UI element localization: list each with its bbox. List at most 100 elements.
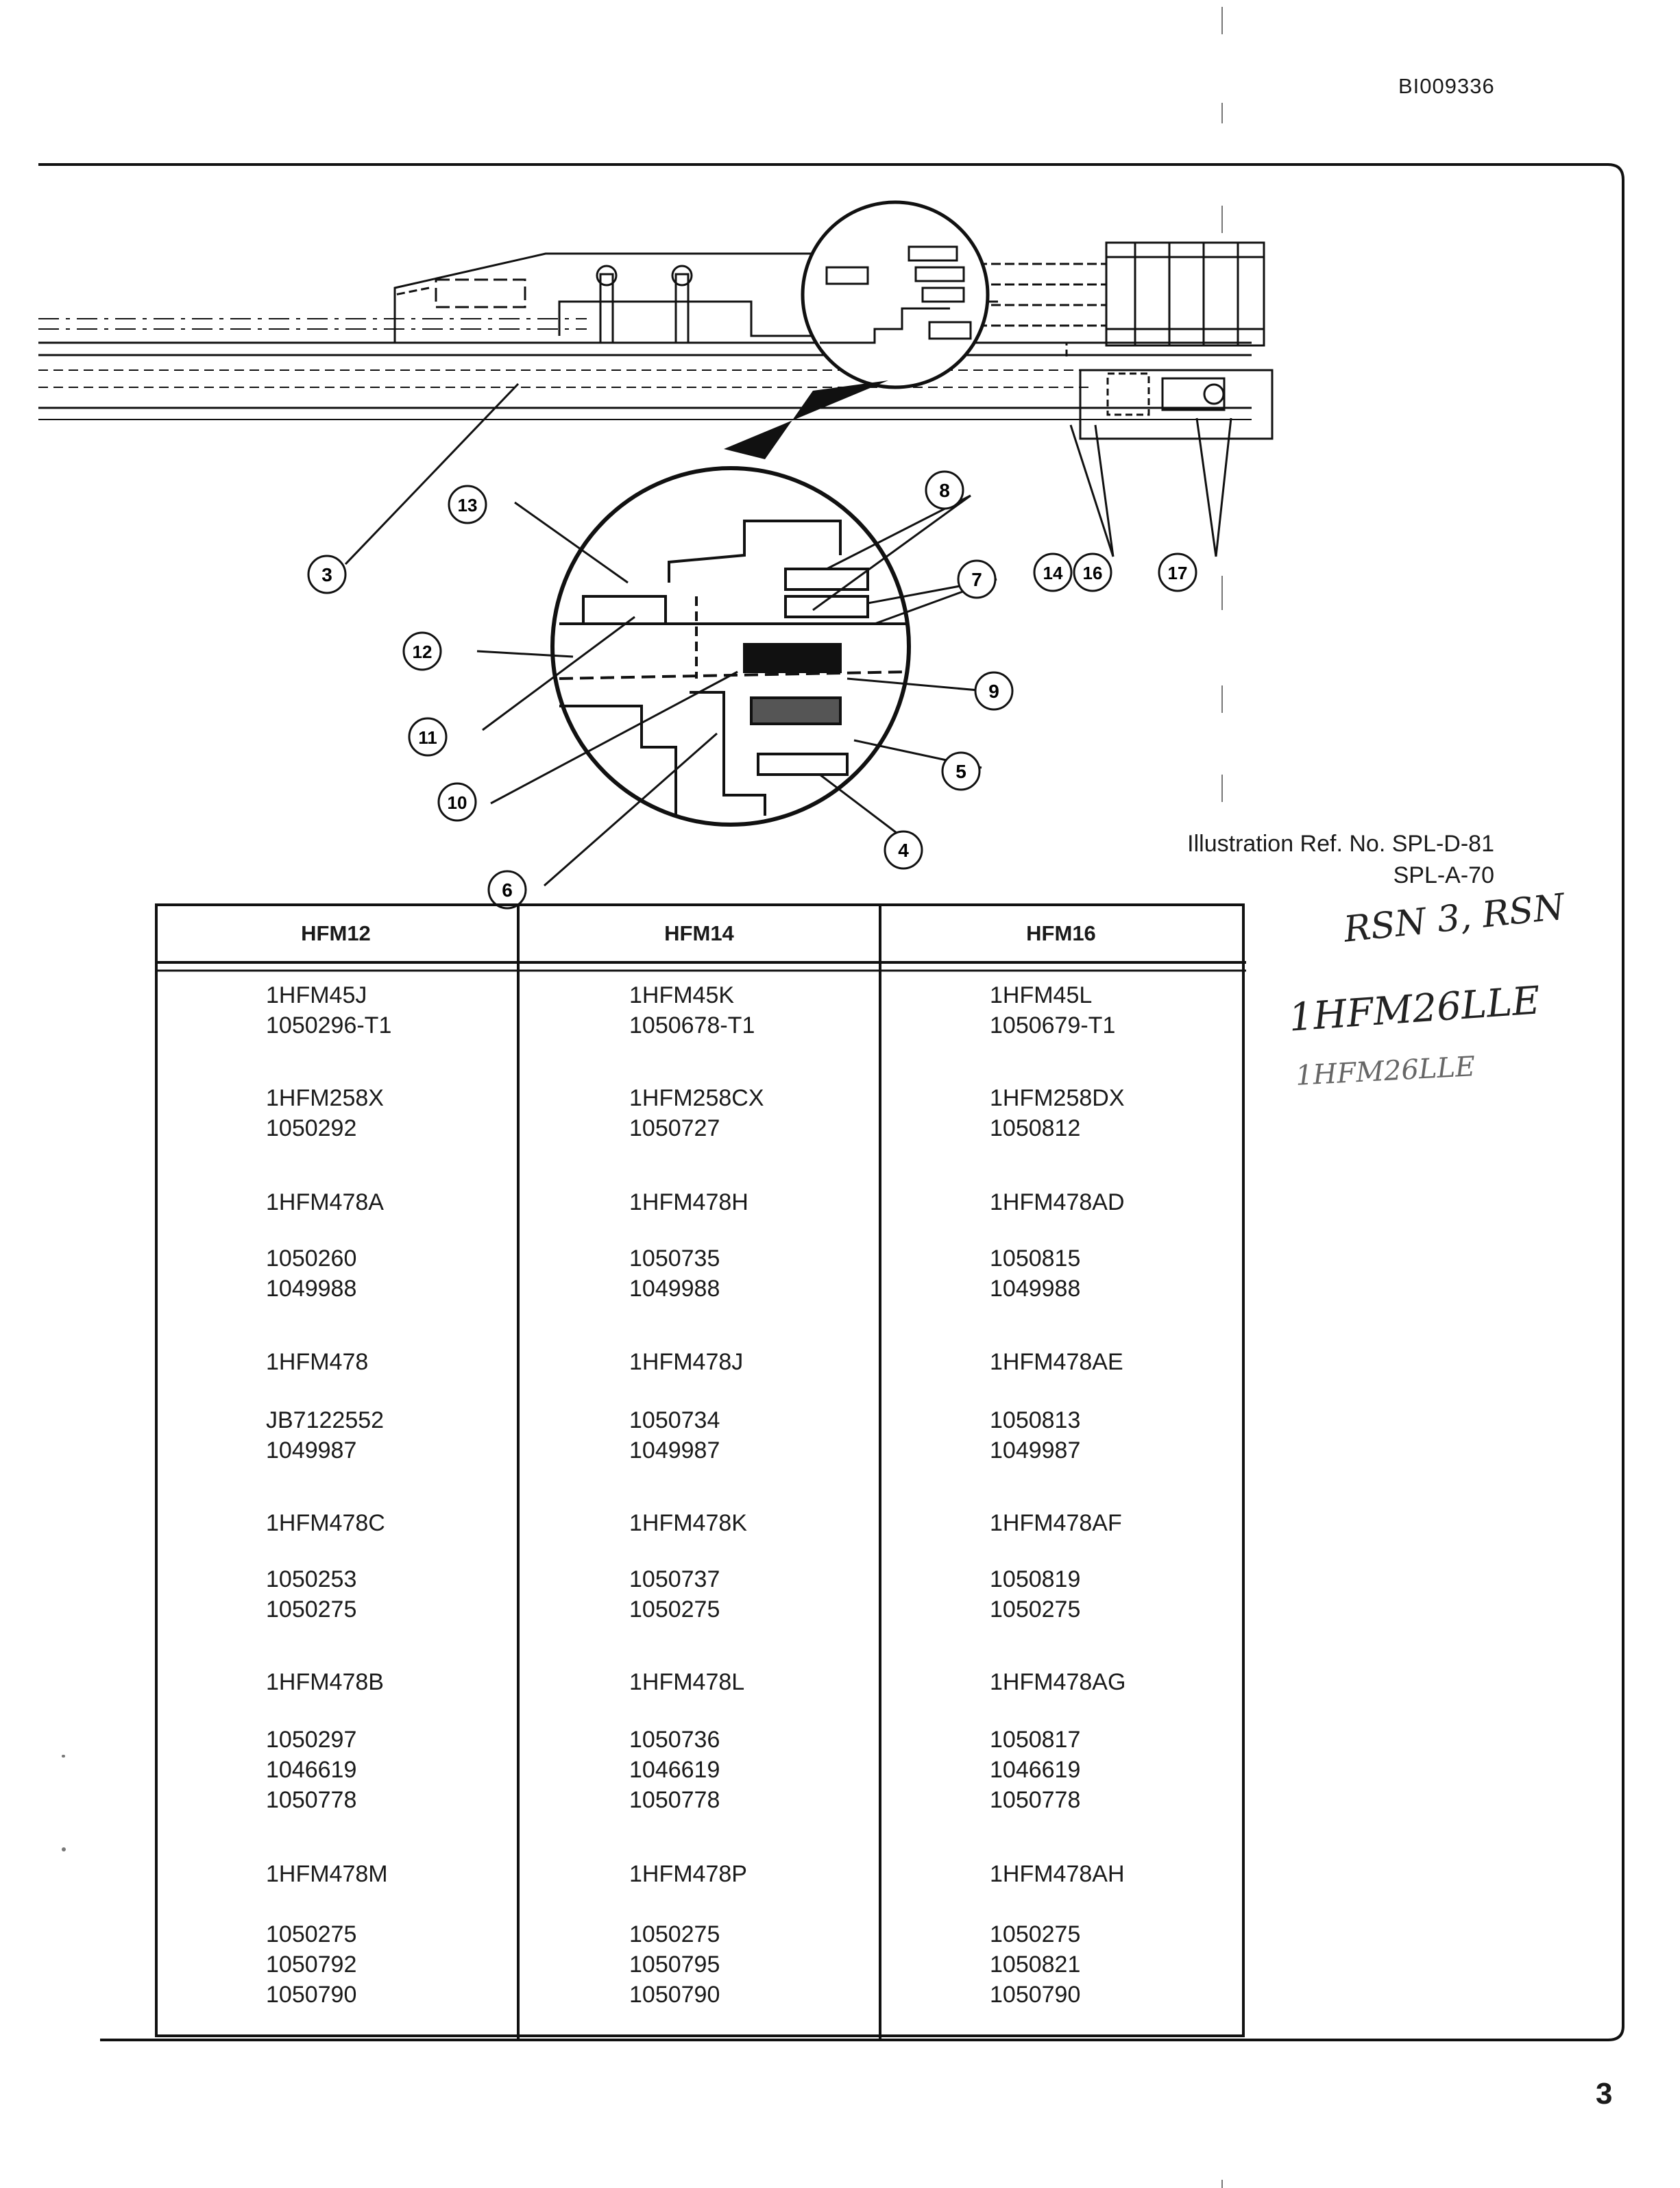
part-number: 1050821 <box>990 1952 1081 1978</box>
part-number: 1049987 <box>990 1437 1081 1463</box>
part-number: 1HFM45K <box>629 982 735 1008</box>
part-number: 1HFM478P <box>629 1861 747 1887</box>
svg-text:4: 4 <box>898 840 909 861</box>
column-header-hfm16: HFM16 <box>1026 921 1096 945</box>
svg-text:16: 16 <box>1083 563 1103 583</box>
svg-text:8: 8 <box>939 480 950 501</box>
column-header-hfm12: HFM12 <box>301 921 371 945</box>
part-number: 1HFM478 <box>266 1349 369 1375</box>
part-group: 1050275 1050792 1050790 <box>266 1919 356 2010</box>
svg-text:3: 3 <box>321 564 332 585</box>
svg-text:9: 9 <box>988 681 999 702</box>
scan-artifact-dot <box>62 1755 65 1758</box>
scan-artifact-line <box>1221 685 1223 713</box>
part-group: 1HFM478K <box>629 1508 747 1538</box>
part-number: 1050275 <box>629 1921 720 1947</box>
part-number: 1HFM478AH <box>990 1861 1125 1887</box>
part-group: 1HFM478P <box>629 1859 747 1889</box>
part-number: 1050736 <box>629 1727 720 1753</box>
scan-artifact-line <box>1221 2180 1223 2188</box>
part-number: 1HFM478AG <box>990 1669 1126 1695</box>
part-number: 1049987 <box>629 1437 720 1463</box>
part-number: 1050795 <box>629 1952 720 1978</box>
svg-text:6: 6 <box>502 879 513 901</box>
part-number: 1050260 <box>266 1245 357 1272</box>
part-number: 1050819 <box>990 1566 1081 1592</box>
part-number: 1050275 <box>629 1596 720 1622</box>
illustration-reference: Illustration Ref. No. SPL-D-81 SPL-A-70 <box>1138 828 1494 891</box>
part-number: 1HFM45L <box>990 982 1093 1008</box>
part-group: 1050737 1050275 <box>629 1564 720 1625</box>
part-group: 1HFM478AG <box>990 1667 1125 1697</box>
part-number: 1050275 <box>266 1921 357 1947</box>
scan-artifact-line <box>1221 576 1223 610</box>
part-group: 1HFM478M <box>266 1859 388 1889</box>
illustration-ref-line1: Illustration Ref. No. SPL-D-81 <box>1187 831 1494 857</box>
part-number: 1HFM478AF <box>990 1510 1122 1536</box>
part-number: 1050727 <box>629 1115 720 1141</box>
callout-11: 11 <box>408 717 448 757</box>
callout-4: 4 <box>884 830 923 870</box>
callout-16: 16 <box>1073 552 1112 592</box>
part-number: 1050275 <box>990 1921 1081 1947</box>
part-number: 1050817 <box>990 1727 1081 1753</box>
part-number: 1HFM478AD <box>990 1189 1125 1215</box>
part-number: 1050813 <box>990 1407 1081 1433</box>
svg-text:17: 17 <box>1168 563 1188 583</box>
part-number: 1HFM258X <box>266 1085 384 1111</box>
part-number: 1050735 <box>629 1245 720 1272</box>
document-id: BI009336 <box>1398 74 1495 98</box>
svg-text:10: 10 <box>448 792 467 813</box>
callout-9: 9 <box>974 671 1014 711</box>
part-group: 1HFM478AH <box>990 1859 1125 1889</box>
part-number: 1050253 <box>266 1566 357 1592</box>
part-number: 1050737 <box>629 1566 720 1592</box>
part-number: 1050778 <box>629 1787 720 1813</box>
detail-circle-large <box>550 466 911 827</box>
part-group: 1HFM478J <box>629 1347 743 1377</box>
part-group: 1050260 1049988 <box>266 1243 356 1304</box>
callout-7: 7 <box>957 559 997 599</box>
scan-artifact-line <box>1221 7 1223 34</box>
leader-lines <box>344 382 1232 887</box>
part-group: 1050736 1046619 1050778 <box>629 1725 720 1815</box>
callout-10: 10 <box>437 782 477 822</box>
callout-12: 12 <box>402 631 442 671</box>
part-group: 1HFM478L <box>629 1667 744 1697</box>
scan-artifact-line <box>1221 206 1223 233</box>
part-number: 1050778 <box>990 1787 1081 1813</box>
part-number: 1HFM478AE <box>990 1349 1123 1375</box>
part-number: 1049988 <box>629 1276 720 1302</box>
svg-text:7: 7 <box>971 569 982 590</box>
part-group: 1HFM478AF <box>990 1508 1122 1538</box>
connector-block <box>964 241 1265 347</box>
part-number: 1046619 <box>629 1757 720 1783</box>
callout-17: 17 <box>1158 552 1197 592</box>
callout-6: 6 <box>487 870 527 910</box>
part-number: 1049988 <box>990 1276 1081 1302</box>
part-number: 1050296-T1 <box>266 1012 392 1038</box>
part-group: 1HFM478A <box>266 1187 384 1217</box>
part-group: 1050735 1049988 <box>629 1243 720 1304</box>
part-number: 1050790 <box>629 1982 720 2008</box>
table-grid <box>155 903 1246 2039</box>
part-number: 1HFM478H <box>629 1189 748 1215</box>
detail-circle-small <box>801 200 990 389</box>
part-number: 1049988 <box>266 1276 357 1302</box>
part-number: 1050778 <box>266 1787 357 1813</box>
svg-text:5: 5 <box>955 761 966 782</box>
part-number: 1050790 <box>266 1982 357 2008</box>
part-number: 1050792 <box>266 1952 357 1978</box>
part-number: 1050812 <box>990 1115 1081 1141</box>
detail-pointer <box>724 380 888 459</box>
part-group: 1HFM478H <box>629 1187 748 1217</box>
detail-circle-large-content <box>559 520 910 816</box>
